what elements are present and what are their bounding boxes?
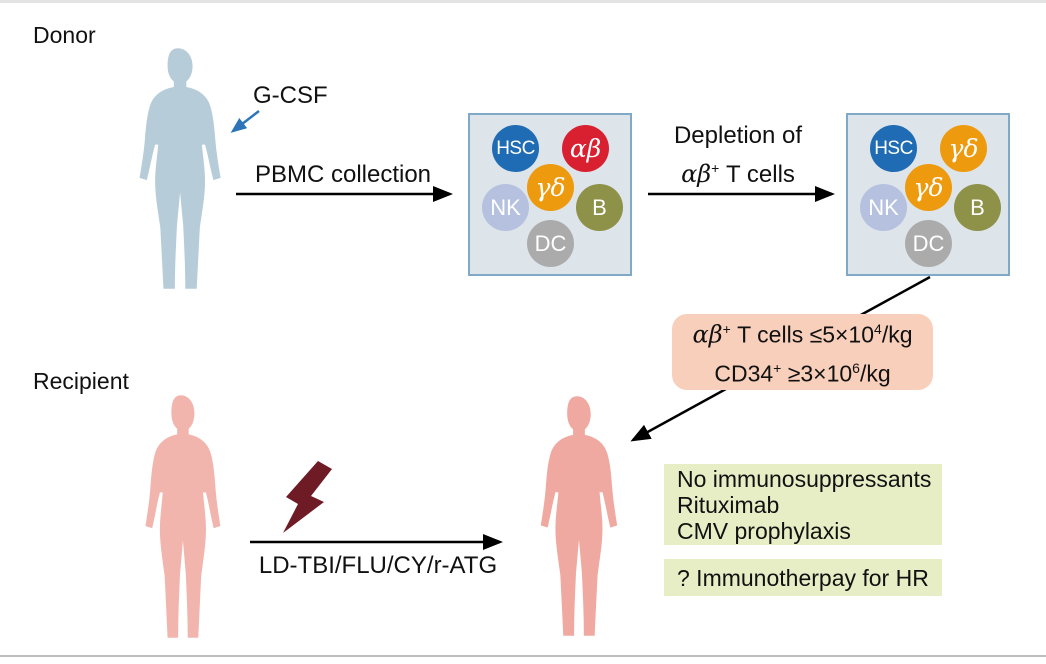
nk-cell: NK	[482, 184, 529, 231]
conditioning-regimen-label: LD-TBI/FLU/CY/r-ATG	[258, 552, 498, 579]
graft-dose-criteria-box: αβ+ T cells ≤5×104/kg CD34+ ≥3×106/kg	[672, 314, 933, 390]
nk-cell: NK	[860, 184, 907, 231]
gcsf-arrow	[230, 110, 260, 133]
immunotherapy-question-box: ? Immunotherpay for HR	[664, 559, 942, 596]
gcsf-label: G-CSF	[253, 82, 328, 109]
b-cell: B	[576, 184, 623, 231]
note-line: No immunosuppressants	[677, 465, 932, 492]
hsc-cell: HSC	[870, 125, 917, 172]
alphabeta-t-cell: αβ	[562, 125, 609, 172]
gammadelta-t-cell-2: γδ	[940, 125, 987, 172]
recipient-post-transplant-silhouette-icon	[540, 396, 618, 636]
recipient-silhouette-icon	[145, 395, 221, 638]
gammadelta-t-cell: γδ	[905, 164, 952, 211]
question-text: ? Immunotherpay for HR	[677, 564, 929, 591]
lightning-bolt-icon	[283, 461, 332, 533]
criteria-line2: CD34+ ≥3×106/kg	[714, 360, 891, 387]
bottom-border-rule	[0, 655, 1046, 657]
pbmc-collection-label: PBMC collection	[254, 161, 432, 188]
alphabeta-symbol: αβ	[692, 321, 723, 349]
b-cell: B	[954, 184, 1001, 231]
recipient-label: Recipient	[33, 368, 129, 394]
note-line: CMV prophylaxis	[677, 517, 851, 544]
depletion-label: Depletion of αβ+ T cells	[638, 120, 838, 191]
hsc-cell: HSC	[492, 125, 539, 172]
graft-box-before-depletion: HSC αβ γδ NK B DC	[468, 113, 632, 276]
note-line: Rituximab	[677, 491, 780, 518]
donor-silhouette-icon	[139, 48, 221, 289]
top-border-rule	[0, 0, 1046, 3]
dc-cell: DC	[527, 220, 574, 267]
criteria-line1: αβ+ T cells ≤5×104/kg	[692, 321, 913, 349]
depletion-line2: αβ+ T cells	[681, 160, 795, 188]
gammadelta-t-cell: γδ	[527, 164, 574, 211]
graft-box-after-depletion: HSC γδ γδ NK B DC	[846, 113, 1010, 276]
alphabeta-symbol: αβ	[681, 160, 712, 188]
donor-label: Donor	[33, 22, 96, 48]
depletion-line1: Depletion of	[673, 122, 803, 149]
post-transplant-notes-box: No immunosuppressants Rituximab CMV prop…	[664, 464, 942, 545]
dc-cell: DC	[905, 220, 952, 267]
